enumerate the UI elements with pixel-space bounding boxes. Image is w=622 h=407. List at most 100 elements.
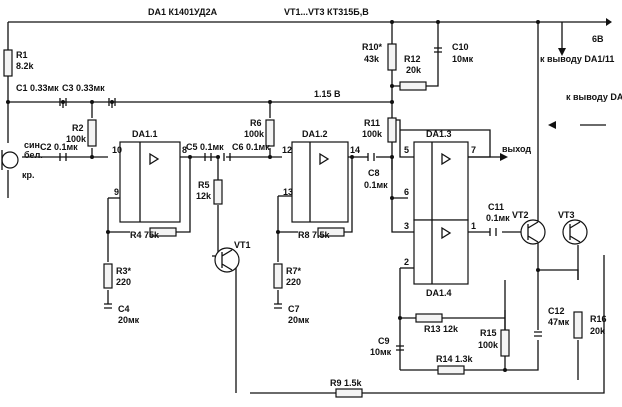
resistor-r12 — [399, 81, 427, 91]
r5-label: R5 — [198, 180, 210, 190]
resistors — [3, 43, 583, 398]
r4-label: R4 75k — [130, 230, 160, 240]
pin-label: 2 — [404, 257, 409, 267]
r2-label: R2 — [72, 123, 84, 133]
opamp-da1-3: DA1.3 5 6 7 — [404, 129, 476, 221]
r3-label: R3* — [116, 266, 132, 276]
r2-value: 100k — [66, 134, 87, 144]
r12-value: 20k — [406, 65, 422, 75]
vt2-label: VT2 — [512, 210, 529, 220]
r7-value: 220 — [286, 277, 301, 287]
mic-wire-red: кр. — [22, 170, 35, 180]
resistor-r2 — [87, 119, 97, 147]
pin-label: 10 — [112, 145, 122, 155]
pin-label: 12 — [282, 145, 292, 155]
resistor-r16 — [573, 311, 583, 339]
transistor-type: VT1...VT3 КТ315Б,В — [284, 7, 369, 17]
opamp-da1-4: DA1.4 3 2 1 — [404, 219, 476, 298]
resistor-r8 — [317, 227, 345, 237]
resistor-r15 — [500, 329, 510, 357]
resistor-r14 — [437, 365, 465, 375]
arrows — [500, 18, 612, 161]
r8-label: R8 7.5k — [298, 230, 331, 240]
r15-label: R15 — [480, 328, 497, 338]
c3-label: C3 0.33мк — [62, 83, 105, 93]
opamp-da1-1: DA1.1 10 9 8 — [112, 129, 187, 223]
c12-value: 47мк — [548, 317, 570, 327]
junction-dots — [6, 20, 540, 372]
c7-label: C7 — [288, 304, 300, 314]
vt1-label: VT1 — [234, 240, 251, 250]
c11-label: C11 — [488, 202, 504, 212]
resistor-r7 — [273, 263, 283, 289]
c6-label: C6 0.1мк — [232, 142, 270, 152]
vt3-label: VT3 — [558, 210, 575, 220]
c12-label: C12 — [548, 306, 565, 316]
transistor-vt3 — [562, 219, 588, 245]
opamp-da1-1-label: DA1.1 — [132, 129, 158, 139]
r15-value: 100k — [478, 340, 499, 350]
r6-value: 100k — [244, 129, 265, 139]
c8-label: C8 — [368, 168, 380, 178]
r13-label: R13 12k — [424, 324, 459, 334]
c7-value: 20мк — [288, 315, 310, 325]
mic-wire-white: бел. — [24, 150, 43, 160]
c9-label: C9 — [378, 336, 390, 346]
c4-label: C4 — [118, 304, 130, 314]
pin-label: 5 — [404, 145, 409, 155]
resistor-r10 — [387, 43, 397, 71]
ic-type: DA1 К1401УД2А — [148, 7, 218, 17]
pin-label: 13 — [283, 187, 293, 197]
resistor-r11 — [387, 117, 397, 143]
labels: DA1 К1401УД2А VT1...VT3 КТ315Б,В 6В 1.15… — [16, 7, 622, 388]
r16-value: 20k — [590, 326, 606, 336]
resistor-r4 — [149, 227, 177, 237]
c5-label: C5 0.1мк — [186, 142, 224, 152]
pin-label: 9 — [114, 187, 119, 197]
r5-value: 12k — [196, 191, 212, 201]
capacitors — [59, 47, 542, 351]
pin-label: 6 — [404, 187, 409, 197]
to-pin-4: к выводу DA1/4 — [566, 92, 622, 102]
c9-value: 10мк — [370, 347, 392, 357]
r11-label: R11 — [364, 118, 380, 128]
opamp-da1-4-label: DA1.4 — [426, 288, 452, 298]
r9-label: R9 1.5k — [330, 378, 363, 388]
pin-label: 3 — [404, 221, 409, 231]
resistor-r5 — [213, 179, 223, 205]
r10-value: 43k — [364, 54, 380, 64]
r3-value: 220 — [116, 277, 131, 287]
r10-label: R10* — [362, 42, 383, 52]
to-pin-11: к выводу DA1/11 — [540, 54, 614, 64]
bias-voltage: 1.15 В — [314, 89, 341, 99]
supply-voltage: 6В — [592, 34, 604, 44]
resistor-r1 — [3, 49, 13, 77]
r14-label: R14 1.3k — [436, 354, 474, 364]
r7-label: R7* — [286, 266, 302, 276]
output-label: выход — [502, 144, 531, 154]
opamp-da1-2: DA1.2 12 13 14 — [282, 129, 360, 223]
microphone — [1, 150, 19, 170]
c4-value: 20мк — [118, 315, 140, 325]
transistor-vt2 — [520, 219, 546, 245]
c11-value: 0.1мк — [486, 213, 510, 223]
resistor-r13 — [415, 313, 443, 323]
resistor-r6 — [265, 119, 275, 147]
transistor-vt1 — [214, 247, 240, 273]
r1-label: R1 — [16, 50, 28, 60]
pin-label: 8 — [182, 145, 187, 155]
c8-value: 0.1мк — [364, 180, 388, 190]
r1-value: 8.2k — [16, 61, 35, 71]
pin-label: 7 — [471, 145, 476, 155]
mic-wire-blue: син. — [24, 140, 42, 150]
opamp-da1-2-label: DA1.2 — [302, 129, 328, 139]
r6-label: R6 — [250, 118, 262, 128]
resistor-r3 — [103, 263, 113, 289]
opamp-da1-3-label: DA1.3 — [426, 129, 452, 139]
c10-label: C10 — [452, 42, 469, 52]
pin-label: 1 — [471, 221, 476, 231]
c1-label: C1 0.33мк — [16, 83, 59, 93]
r12-label: R12 — [404, 54, 421, 64]
